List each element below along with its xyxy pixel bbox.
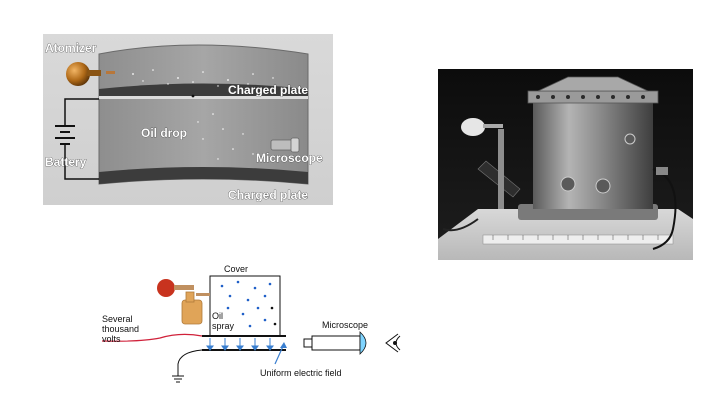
lid-bolts [536, 95, 645, 99]
apparatus-schematic: Atomizer Charged plate Oil drop Battery … [43, 34, 333, 205]
atomizer-nozzle [87, 70, 101, 76]
atomizer-label: Atomizer [45, 41, 97, 55]
nozzle-neck [185, 291, 195, 303]
cover-label: Cover [224, 264, 248, 274]
table-surface [438, 209, 693, 260]
ruler [482, 234, 674, 245]
battery-icon [55, 104, 75, 149]
photo-cable-left [442, 218, 479, 232]
voltage-label-line1: Several [102, 314, 133, 324]
battery-wire-bottom [64, 149, 99, 180]
apparatus-cylinder [533, 97, 653, 209]
ruler-ticks [492, 235, 659, 240]
oil-spray-label-line2: spray [212, 321, 235, 331]
battery-wire-top [64, 98, 99, 104]
bottom-charged-plate [99, 167, 308, 184]
voltage-label-line2: thousand [102, 324, 139, 334]
voltage-label-line3: volts [102, 334, 121, 344]
apparatus-photo [438, 69, 693, 260]
nozzle-body [181, 299, 203, 325]
apparatus-photo-svg [438, 69, 693, 260]
window-port-1 [560, 176, 576, 192]
photo-atomizer-bulb [461, 118, 485, 136]
top-charged-plate [99, 83, 308, 98]
photo-atomizer-neck [483, 124, 503, 128]
oil-droplets [132, 69, 274, 160]
spray-dots [220, 280, 277, 328]
top-plate-edge [99, 96, 308, 99]
cylinder-flange [527, 90, 659, 104]
voltage-wire [101, 333, 203, 342]
apparatus-schematic-svg: Atomizer Charged plate Oil drop Battery … [43, 34, 333, 205]
cylinder-lid [537, 76, 649, 92]
photo-atomizer-stand [498, 129, 504, 209]
battery-label: Battery [45, 155, 87, 169]
oil-drop-dot [191, 94, 195, 98]
window-port-2 [595, 178, 611, 194]
atomizer-bulb-icon [66, 62, 90, 86]
oil-spray-label-line1: Oil [212, 311, 223, 321]
ground-icon [172, 375, 184, 383]
nozzle-tip [196, 293, 210, 296]
oil-drop-schematic-svg: Cover Oil spray Several thousand volts M… [101, 264, 401, 383]
window-port-3 [624, 133, 636, 145]
photo-connector [656, 167, 668, 175]
field-arrows [206, 338, 274, 351]
charged-plate-top-label: Charged plate [228, 83, 308, 97]
oil-drop-label: Oil drop [141, 126, 187, 140]
atomizer-tip [106, 71, 115, 74]
eye-icon [385, 333, 401, 353]
uniform-field-label: Uniform electric field [260, 368, 342, 378]
charged-plate-bottom-label: Charged plate [228, 188, 308, 202]
field-pointer-head [280, 342, 287, 348]
bulb-neck [174, 285, 194, 290]
microscope-label: Microscope [256, 151, 323, 165]
ground-wire [177, 349, 203, 376]
photo-cable-right [652, 168, 677, 250]
oil-drop-schematic: Cover Oil spray Several thousand volts M… [100, 262, 420, 390]
microscope-label: Microscope [322, 320, 368, 330]
microscope-icon [303, 331, 367, 355]
bulb-icon [157, 279, 175, 297]
microscope-icon [270, 137, 300, 153]
